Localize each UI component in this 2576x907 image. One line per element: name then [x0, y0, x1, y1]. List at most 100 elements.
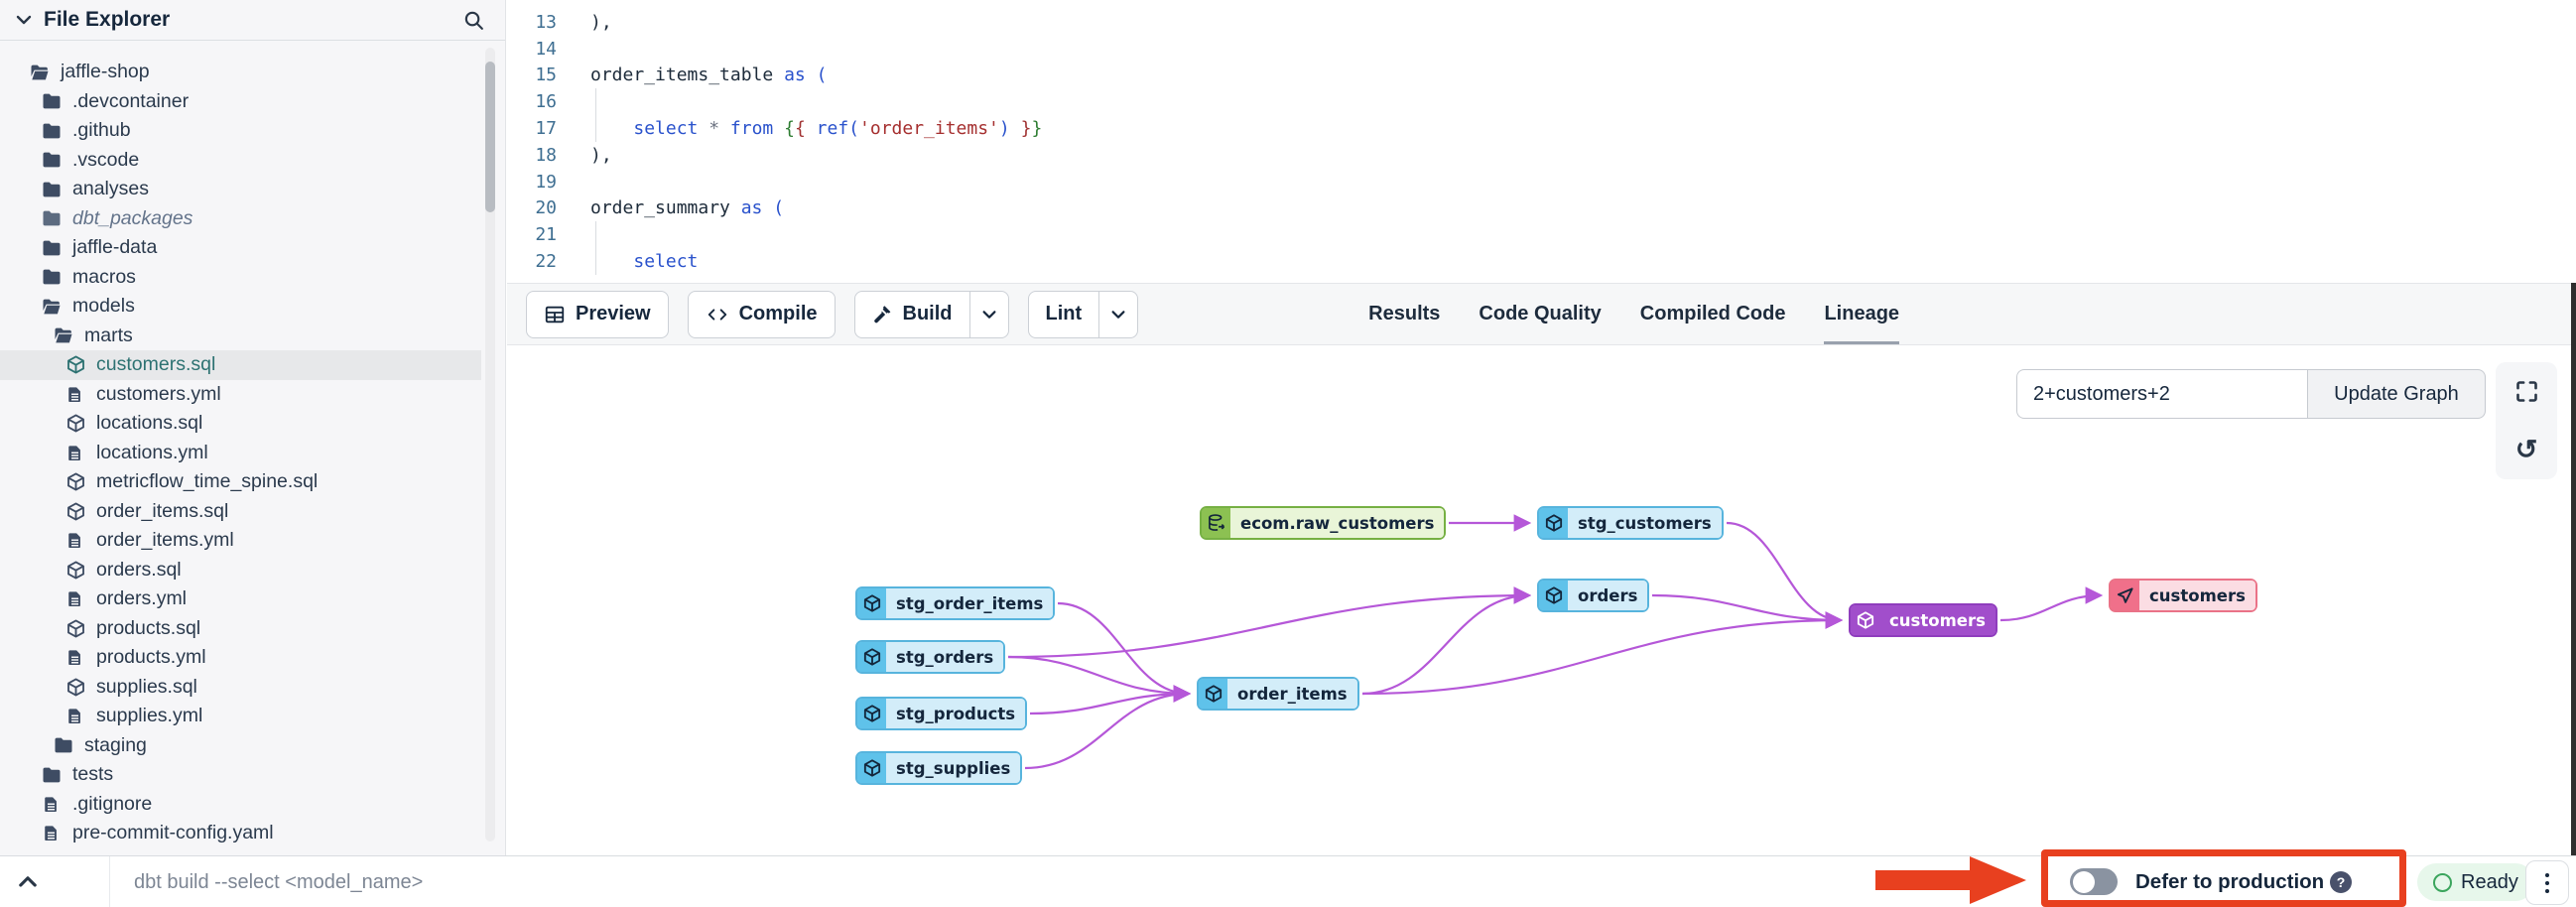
status-badge[interactable]: Ready — [2417, 863, 2534, 901]
tree-item-jaffle-shop[interactable]: jaffle-shop — [0, 58, 481, 87]
lint-button[interactable]: Lint — [1027, 290, 1139, 338]
tree-item-orders-sql[interactable]: orders.sql — [0, 556, 481, 585]
tree-item-customers-yml[interactable]: customers.yml — [0, 380, 481, 410]
lineage-node-stg_orders[interactable]: stg_orders — [855, 640, 1006, 674]
tree-item-label: pre-commit-config.yaml — [72, 822, 274, 844]
tree-item--devcontainer[interactable]: .devcontainer — [0, 87, 481, 117]
build-button[interactable]: Build — [853, 290, 1009, 338]
code-line[interactable]: 16 — [507, 88, 2576, 116]
tree-item-orders-yml[interactable]: orders.yml — [0, 584, 481, 614]
window-right-edge — [2571, 283, 2576, 907]
tree-item-jaffle-data[interactable]: jaffle-data — [0, 233, 481, 263]
indent-guide — [595, 221, 596, 249]
tab-compiled-code[interactable]: Compiled Code — [1639, 302, 1786, 324]
update-graph-button[interactable]: Update Graph — [2307, 369, 2486, 419]
code-line[interactable]: 13), — [507, 9, 2576, 36]
chevron-up-icon[interactable] — [16, 870, 40, 894]
code-line[interactable]: 19 — [507, 169, 2576, 195]
toolbar-buttons: Preview Compile Build Lint — [507, 284, 1139, 344]
model-icon — [65, 676, 87, 698]
chevron-down-icon[interactable] — [14, 10, 34, 30]
model-cube-icon — [1851, 605, 1879, 635]
lineage-filter-input[interactable] — [2016, 369, 2307, 419]
code-line[interactable]: 18), — [507, 142, 2576, 169]
fullscreen-icon[interactable] — [2513, 378, 2540, 405]
model-cube-icon — [1539, 508, 1568, 538]
lineage-node-customers_model[interactable]: customers — [1849, 603, 1997, 637]
help-icon[interactable]: ? — [2330, 871, 2352, 893]
file-explorer-header: File Explorer — [0, 0, 505, 41]
tab-lineage[interactable]: Lineage — [1824, 284, 1900, 344]
folder-icon — [42, 207, 64, 229]
preview-button[interactable]: Preview — [526, 290, 669, 338]
model-cube-icon — [1539, 581, 1568, 610]
model-cube-icon — [857, 699, 886, 728]
chevron-down-icon[interactable] — [968, 291, 1008, 337]
file-icon — [65, 588, 87, 610]
code-line[interactable]: 17 select * from {{ ref('order_items') }… — [507, 115, 2576, 142]
tree-item-products-yml[interactable]: products.yml — [0, 643, 481, 673]
tree-item-order-items-sql[interactable]: order_items.sql — [0, 497, 481, 527]
tree-item-supplies-yml[interactable]: supplies.yml — [0, 702, 481, 731]
tree-item-models[interactable]: models — [0, 292, 481, 322]
reset-view-icon[interactable]: ↺ — [2514, 435, 2538, 464]
hammer-icon — [872, 304, 893, 324]
tree-item--github[interactable]: .github — [0, 116, 481, 146]
tab-results[interactable]: Results — [1368, 302, 1441, 324]
sidebar-scrollbar-track[interactable] — [485, 48, 495, 842]
kebab-menu-button[interactable] — [2525, 860, 2569, 905]
lineage-node-stg_products[interactable]: stg_products — [855, 697, 1028, 730]
tab-code-quality[interactable]: Code Quality — [1479, 302, 1602, 324]
tree-item-supplies-sql[interactable]: supplies.sql — [0, 673, 481, 703]
lineage-node-orders[interactable]: orders — [1537, 579, 1650, 612]
tree-item-dbt-packages[interactable]: dbt_packages — [0, 204, 481, 234]
line-number: 13 — [535, 11, 557, 33]
tree-item-products-sql[interactable]: products.sql — [0, 614, 481, 644]
line-number: 15 — [535, 65, 557, 86]
tree-item-analyses[interactable]: analyses — [0, 175, 481, 204]
tree-item--vscode[interactable]: .vscode — [0, 146, 481, 176]
lineage-filter: Update Graph — [2016, 369, 2486, 419]
file-icon — [42, 793, 64, 815]
code-text: select * from {{ ref('order_items') }} — [633, 118, 1043, 140]
lineage-node-ecom_raw_customers[interactable]: ecom.raw_customers — [1200, 506, 1447, 540]
tree-item-order-items-yml[interactable]: order_items.yml — [0, 526, 481, 556]
lineage-node-order_items[interactable]: order_items — [1197, 677, 1359, 711]
lineage-node-customers_exposure[interactable]: customers — [2109, 579, 2257, 612]
sidebar-scrollbar-thumb[interactable] — [485, 62, 495, 212]
folder-open-icon — [42, 296, 64, 318]
command-input[interactable] — [132, 861, 1823, 903]
tree-item-locations-sql[interactable]: locations.sql — [0, 409, 481, 439]
code-text: order_items_table as ( — [590, 65, 828, 86]
status-ring-icon — [2433, 872, 2452, 892]
divider — [109, 856, 110, 907]
tree-item-staging[interactable]: staging — [0, 731, 481, 761]
search-icon[interactable] — [462, 9, 485, 32]
toggle-knob — [2073, 870, 2095, 893]
tree-item-locations-yml[interactable]: locations.yml — [0, 439, 481, 468]
code-line[interactable]: 21 — [507, 221, 2576, 249]
tree-item-tests[interactable]: tests — [0, 760, 481, 790]
code-line[interactable]: 22 select — [507, 248, 2576, 275]
tree-item-macros[interactable]: macros — [0, 263, 481, 293]
lineage-node-stg_customers[interactable]: stg_customers — [1537, 506, 1724, 540]
tree-item--gitignore[interactable]: .gitignore — [0, 790, 481, 820]
code-text: order_summary as ( — [590, 197, 785, 219]
tree-item-label: order_items.sql — [96, 499, 229, 522]
tree-item-metricflow-time-spine-sql[interactable]: metricflow_time_spine.sql — [0, 467, 481, 497]
lineage-node-stg_supplies[interactable]: stg_supplies — [855, 751, 1023, 785]
tree-item-marts[interactable]: marts — [0, 322, 481, 351]
model-icon — [65, 559, 87, 581]
tree-item-customers-sql[interactable]: customers.sql — [0, 350, 481, 380]
chevron-down-icon[interactable] — [1098, 291, 1137, 337]
code-line[interactable]: 14 — [507, 36, 2576, 63]
model-icon — [65, 413, 87, 435]
defer-to-production-toggle[interactable] — [2070, 868, 2118, 895]
tree-item-pre-commit-config-yaml[interactable]: pre-commit-config.yaml — [0, 819, 481, 848]
lineage-node-stg_order_items[interactable]: stg_order_items — [855, 586, 1056, 620]
compile-button[interactable]: Compile — [687, 290, 836, 338]
code-line[interactable]: 15 order_items_table as ( — [507, 63, 2576, 89]
